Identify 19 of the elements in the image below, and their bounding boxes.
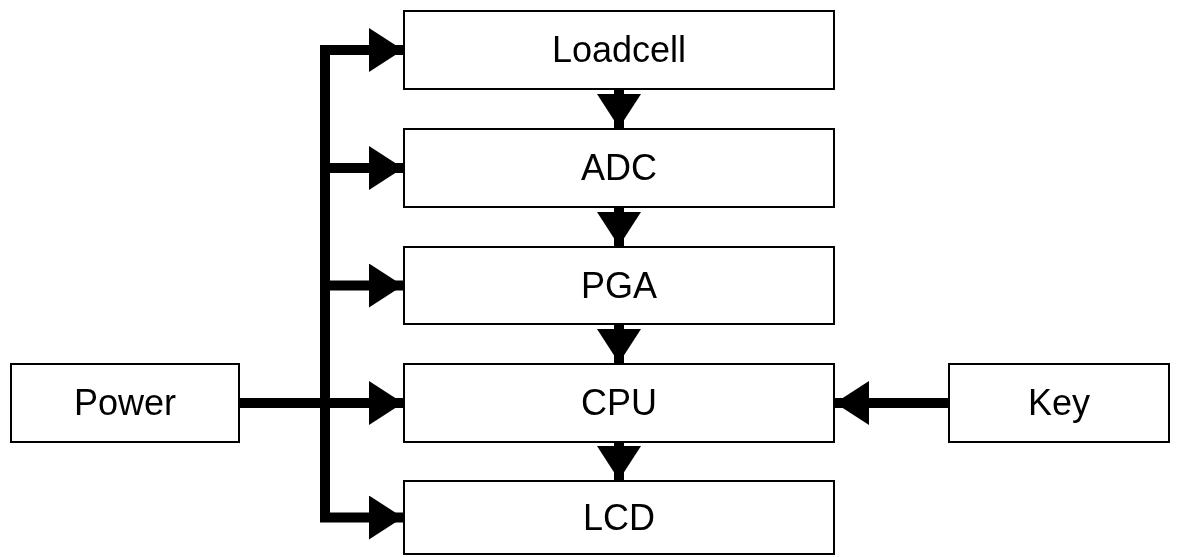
block-label: CPU (581, 382, 657, 424)
block-label: Key (1027, 382, 1090, 424)
arrow (835, 381, 948, 425)
arrow (597, 208, 641, 246)
block-label: Loadcell (551, 29, 687, 71)
arrow (597, 443, 641, 480)
block-box (403, 480, 835, 555)
block-box (10, 363, 240, 443)
block-label: Power (73, 382, 176, 424)
block-label: ADC (581, 147, 657, 189)
block-label: PGA (581, 264, 657, 307)
block-box (403, 128, 835, 208)
block-box (948, 363, 1170, 443)
arrow (597, 90, 641, 128)
block-box (403, 363, 835, 443)
arrow (597, 325, 641, 363)
block-box (403, 246, 835, 325)
block-box (403, 10, 835, 90)
block-label: LCD (583, 496, 655, 539)
